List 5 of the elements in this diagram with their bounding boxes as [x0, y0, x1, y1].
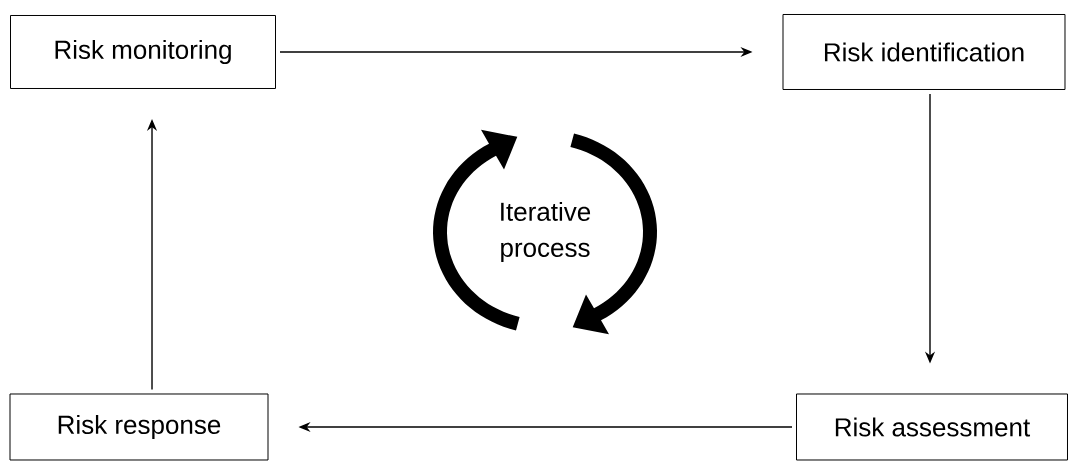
process-box: Risk response	[9, 393, 269, 461]
process-box: Risk identification	[782, 14, 1066, 90]
center-label: Iterative process	[501, 201, 591, 263]
process-box: Risk monitoring	[10, 15, 276, 89]
process-box: Risk assessment	[796, 393, 1068, 461]
